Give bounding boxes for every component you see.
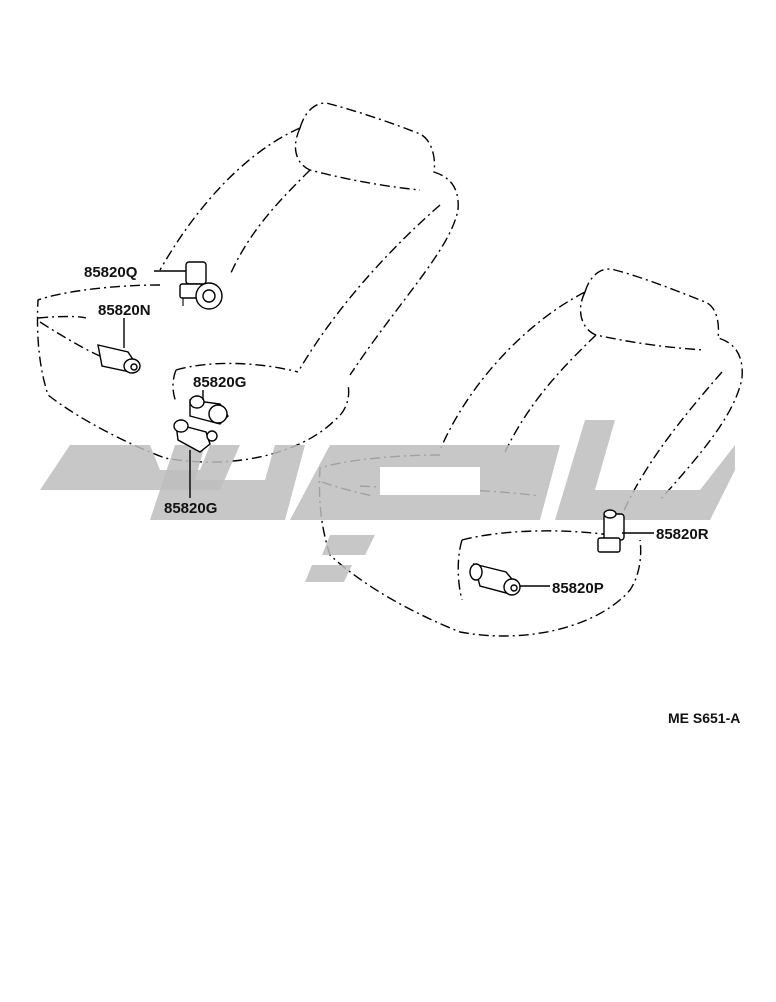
diagram-code: ME S651-A (668, 710, 740, 726)
label-85820g-upper: 85820G (193, 374, 246, 391)
part-85820n[interactable] (97, 344, 141, 374)
watermark-logo (40, 420, 735, 582)
part-85820r[interactable] (597, 509, 625, 553)
part-85820p[interactable] (469, 563, 521, 596)
label-85820p: 85820P (552, 580, 604, 597)
label-85820g-lower: 85820G (164, 500, 217, 517)
label-85820n: 85820N (98, 302, 151, 319)
label-85820r: 85820R (656, 526, 709, 543)
label-85820q: 85820Q (84, 264, 138, 281)
part-85820g-upper[interactable] (189, 395, 229, 425)
leader-lines (123, 270, 654, 587)
part-85820q[interactable] (179, 261, 223, 310)
left-seat-outline (36, 102, 459, 463)
part-85820g-lower[interactable] (173, 419, 218, 453)
